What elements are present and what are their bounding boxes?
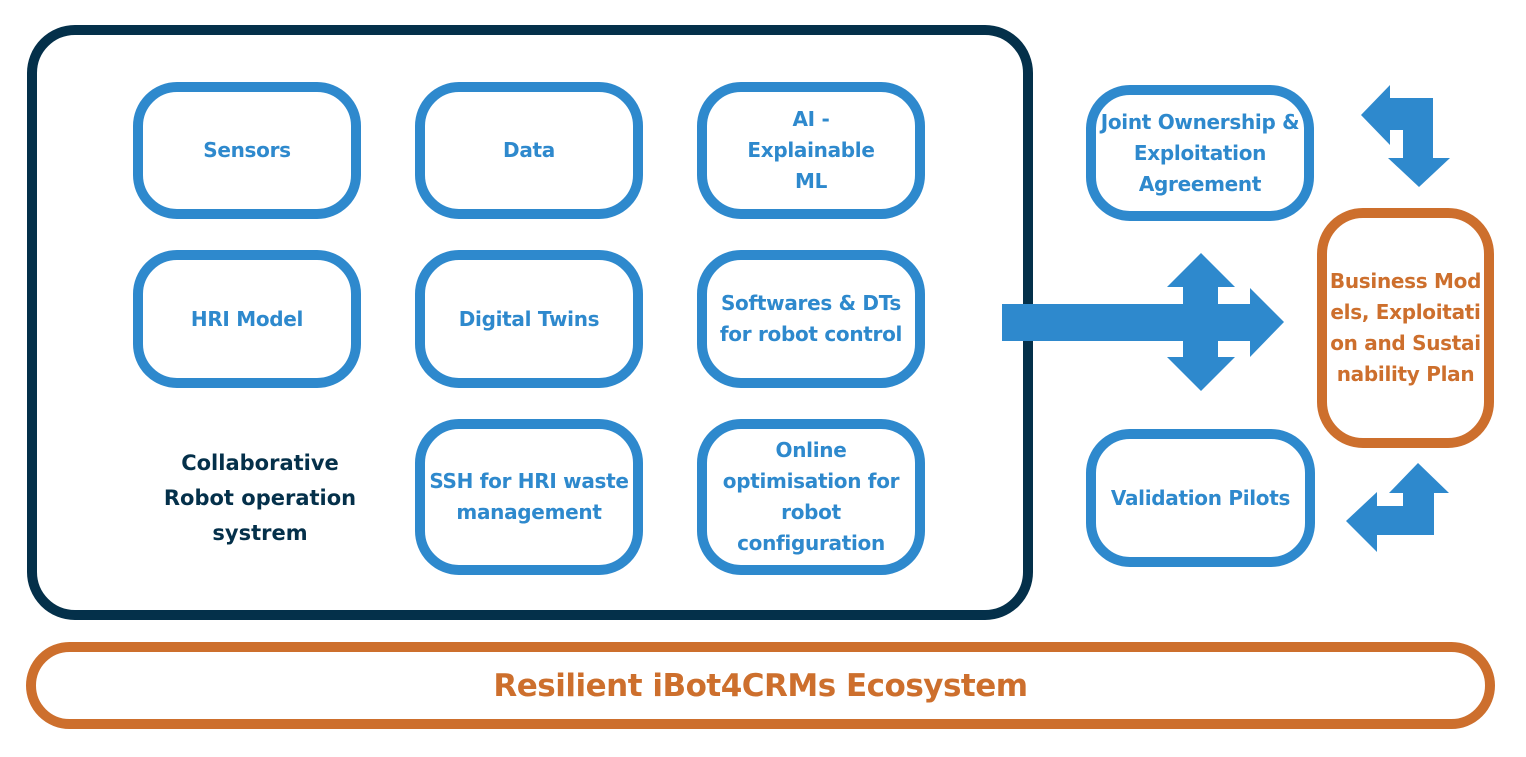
business-models-box: Business Models, Exploitation and Sustai… (1317, 208, 1494, 448)
component-online-optimisation: Online optimisation for robot configurat… (697, 419, 925, 575)
business-models-label: Business Models, Exploitation and Sustai… (1329, 269, 1482, 386)
main-arrow-vertical-shaft (1183, 287, 1218, 357)
component-softwares-dts: Softwares & DTs for robot control (697, 250, 925, 388)
component-hri-model: HRI Model (133, 250, 361, 388)
ecosystem-label: Resilient iBot4CRMs Ecosystem (493, 667, 1028, 704)
system-title-line: Collaborative (181, 451, 339, 475)
top-arrow-left-head (1361, 85, 1390, 145)
joint-ownership-label: Joint Ownership & Exploitation Agreement (1100, 109, 1300, 196)
joint-ownership-box: Joint Ownership & Exploitation Agreement (1086, 85, 1314, 221)
component-data: Data (415, 82, 643, 219)
component-label: Online optimisation for robot configurat… (722, 438, 900, 555)
component-label: Softwares & DTs for robot control (719, 291, 903, 346)
component-label: AI - Explainable ML (747, 107, 875, 193)
component-ssh-hri-waste: SSH for HRI waste management (415, 419, 643, 575)
main-arrow-down-head (1167, 357, 1235, 391)
bottom-bent-arrow (1346, 463, 1449, 552)
component-digital-twins: Digital Twins (415, 250, 643, 388)
main-arrow-up-head (1167, 253, 1235, 287)
component-label: HRI Model (190, 306, 304, 331)
component-label: Digital Twins (458, 306, 600, 331)
bottom-arrow-left-head (1346, 492, 1377, 552)
system-title-line: Robot operation (163, 486, 357, 510)
system-title: Collaborative Robot operation systrem (125, 446, 395, 551)
bottom-arrow-up-head (1389, 463, 1449, 493)
validation-pilots-label: Validation Pilots (1110, 485, 1291, 510)
top-arrow-vertical (1403, 98, 1433, 158)
component-sensors: Sensors (133, 82, 361, 219)
main-flow-arrow (1002, 253, 1284, 391)
component-ai-explainable-ml: AI - Explainable ML (697, 82, 925, 219)
top-arrow-down-head (1388, 158, 1450, 187)
validation-pilots-box: Validation Pilots (1086, 429, 1315, 567)
component-label: Data (503, 138, 555, 162)
ecosystem-bar: Resilient iBot4CRMs Ecosystem (26, 642, 1495, 729)
system-title-line: systrem (212, 521, 308, 545)
component-label: SSH for HRI waste management (429, 469, 629, 524)
component-label: Sensors (203, 138, 291, 162)
top-bent-arrow (1361, 85, 1450, 187)
bottom-arrow-horizontal (1377, 506, 1434, 535)
main-arrow-right-head (1250, 288, 1284, 357)
